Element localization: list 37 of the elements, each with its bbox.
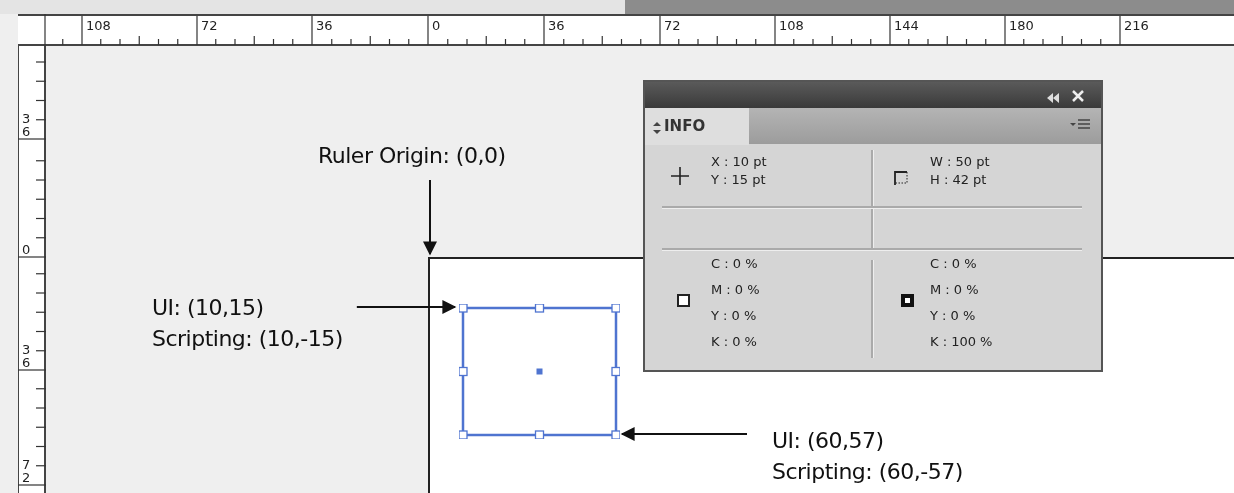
- info-readout: K : 100 %: [930, 334, 993, 349]
- ruler-number: 0: [432, 18, 441, 33]
- info-readout: W : 50 pt: [930, 154, 990, 169]
- selected-frame: [459, 304, 620, 439]
- ruler-number: 36: [22, 343, 31, 369]
- tab-label: INFO: [664, 117, 706, 135]
- info-readout: Y : 0 %: [711, 308, 757, 323]
- annotation-text: UI: (60,57): [772, 427, 885, 455]
- annotation-text: Scripting: (60,-57): [772, 458, 963, 486]
- ruler-number: 180: [1009, 18, 1034, 33]
- ruler-number: 0: [22, 243, 31, 256]
- arrow: [355, 300, 457, 314]
- ruler-number: 36: [316, 18, 333, 33]
- info-readout: X : 10 pt: [711, 154, 767, 169]
- ruler-number: 108: [779, 18, 804, 33]
- ruler-number: 36: [548, 18, 565, 33]
- ruler-number: 108: [86, 18, 111, 33]
- info-readout: C : 0 %: [930, 256, 977, 271]
- annotation-text: Scripting: (10,-15): [152, 325, 343, 353]
- annotation-text: Ruler Origin: (0,0): [318, 142, 506, 170]
- arrow: [423, 179, 437, 256]
- ruler-number: 144: [894, 18, 919, 33]
- info-readout: Y : 15 pt: [711, 172, 766, 187]
- info-readout: C : 0 %: [711, 256, 758, 271]
- info-readout: H : 42 pt: [930, 172, 987, 187]
- arrow: [620, 427, 748, 441]
- ruler-number: 72: [664, 18, 681, 33]
- info-readout: K : 0 %: [711, 334, 757, 349]
- info-readout: M : 0 %: [930, 282, 979, 297]
- info-readout: M : 0 %: [711, 282, 760, 297]
- annotation-text: UI: (10,15): [152, 294, 265, 322]
- ruler-number: 72: [22, 458, 31, 484]
- ruler-number: 36: [22, 112, 31, 138]
- info-panel-dialog: [643, 80, 1103, 372]
- info-readout: Y : 0 %: [930, 308, 976, 323]
- ruler-number: 216: [1124, 18, 1149, 33]
- ruler-number: 72: [201, 18, 218, 33]
